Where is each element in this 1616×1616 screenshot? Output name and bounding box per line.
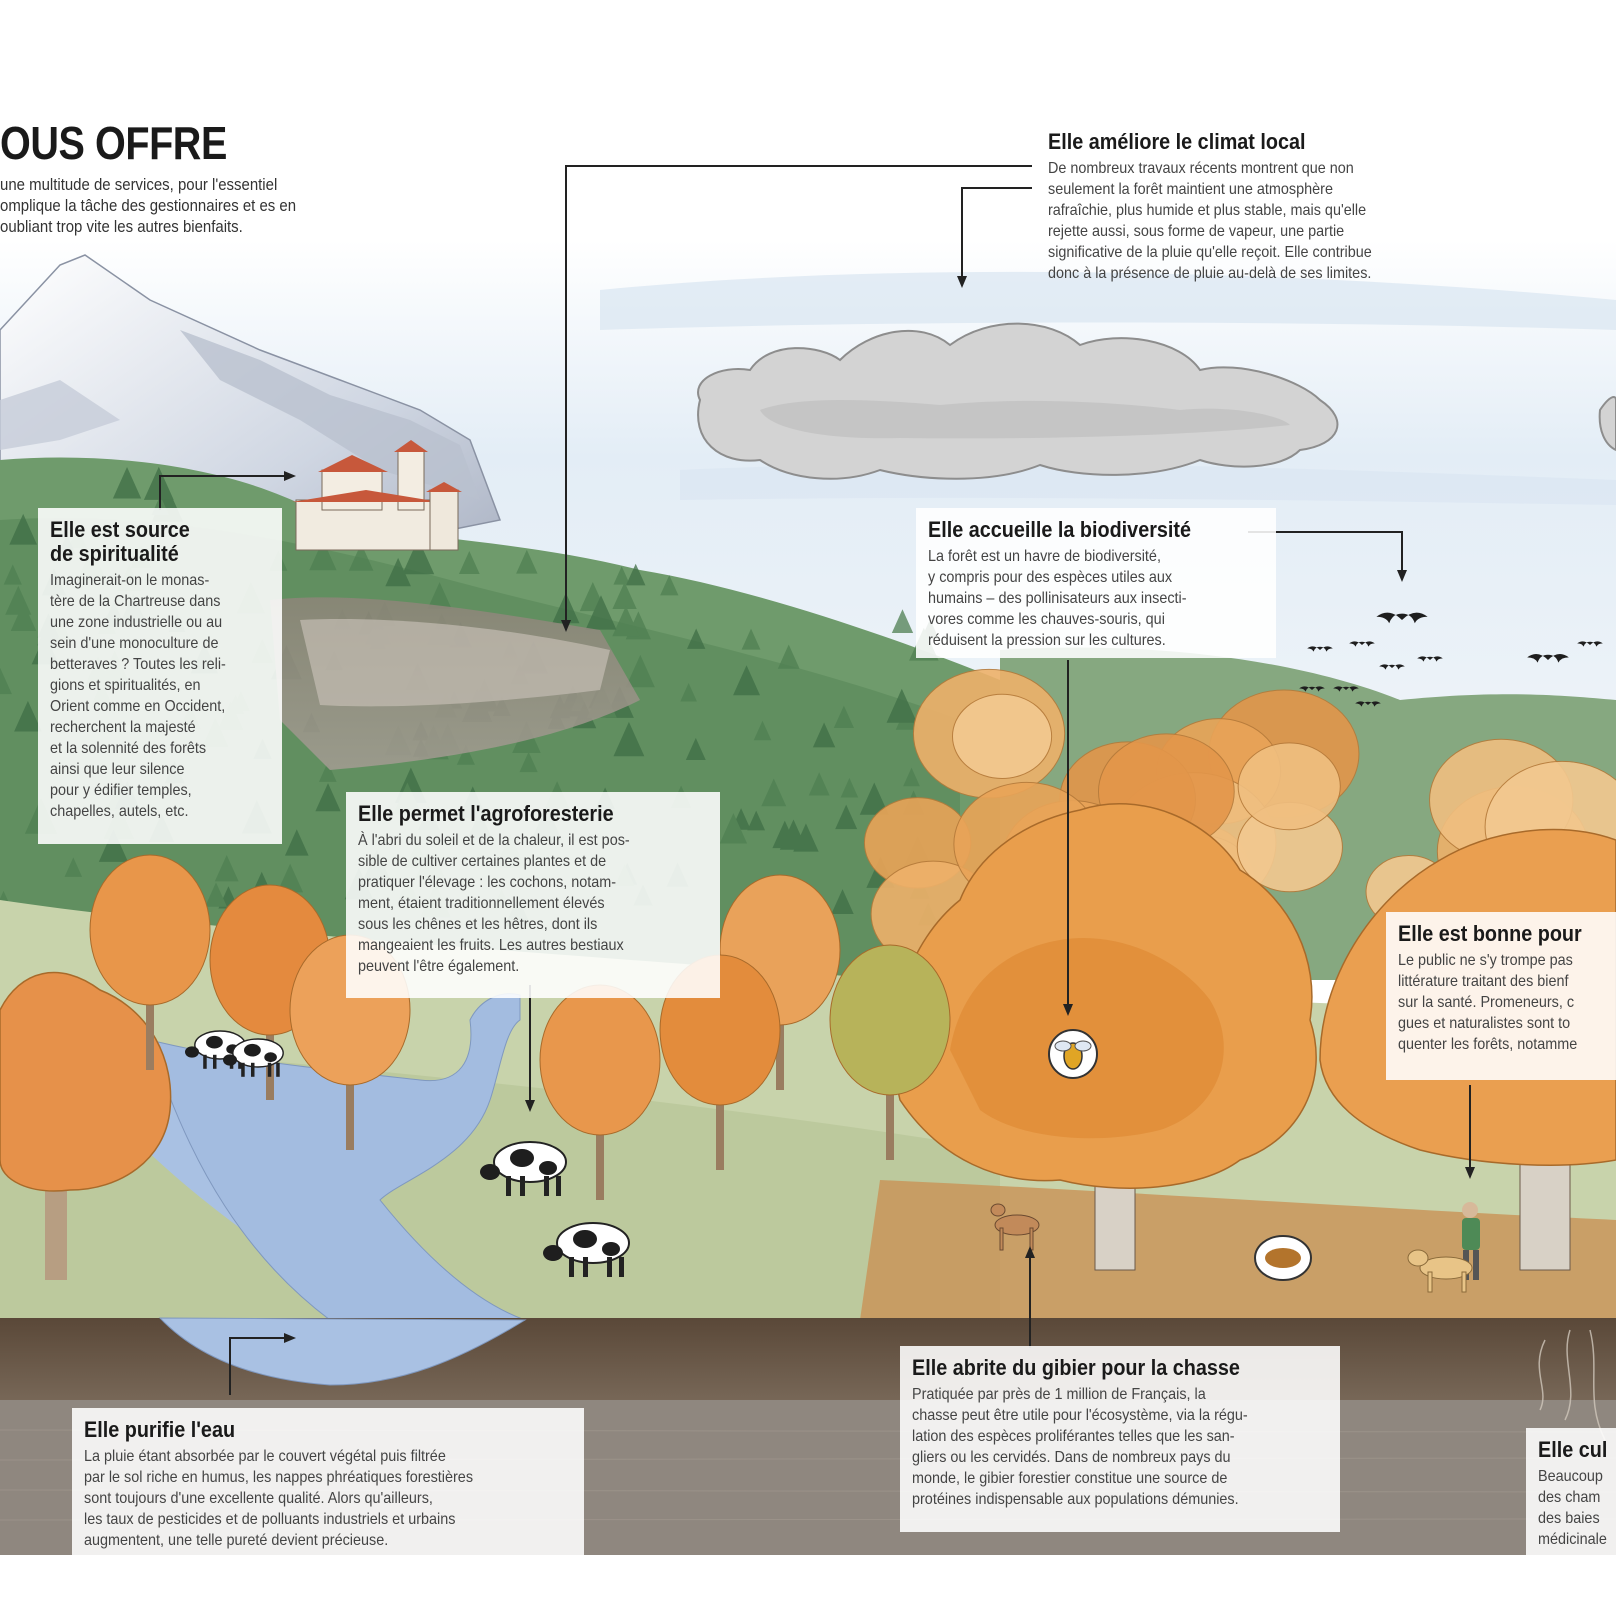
callout-gibier: Elle abrite du gibier pour la chasse Pra… bbox=[900, 1346, 1340, 1532]
intro-text: une multitude de services, pour l'essent… bbox=[0, 175, 297, 236]
callout-text: Imaginerait-on le monas- tère de la Char… bbox=[50, 572, 226, 820]
callout-sante: Elle est bonne pour Le public ne s'y tro… bbox=[1386, 912, 1616, 1080]
callout-agroforesterie: Elle permet l'agroforesterie À l'abri du… bbox=[346, 792, 720, 998]
callout-title: Elle cul bbox=[1538, 1437, 1608, 1462]
callout-text: De nombreux travaux récents montrent que… bbox=[1048, 160, 1372, 282]
callout-title: Elle est source de spiritualité bbox=[50, 517, 190, 566]
cow-icon bbox=[185, 1030, 630, 1277]
callout-title: Elle améliore le climat local bbox=[1048, 129, 1306, 154]
leader-lines bbox=[159, 165, 1475, 1395]
monastery-icon bbox=[292, 440, 462, 551]
callout-text: Pratiquée par près de 1 million de Franç… bbox=[912, 1386, 1248, 1508]
callout-title: Elle accueille la biodiversité bbox=[928, 517, 1192, 542]
mushroom-icon bbox=[1254, 1235, 1312, 1281]
callout-biodiversite: Elle accueille la biodiversité La forêt … bbox=[916, 508, 1276, 658]
callout-text: La pluie étant absorbée par le couvert v… bbox=[84, 1448, 474, 1549]
left-orange-tree bbox=[0, 971, 172, 1280]
callout-text: La forêt est un havre de biodiversité, y… bbox=[928, 548, 1187, 649]
deer-icon bbox=[990, 1203, 1040, 1251]
bee-icon bbox=[1048, 1029, 1098, 1079]
page-title: OUS OFFRE bbox=[0, 117, 227, 169]
callout-climat: Elle améliore le climat local De nombreu… bbox=[1036, 120, 1516, 294]
dog-icon bbox=[1407, 1249, 1473, 1293]
bat-icon bbox=[1299, 612, 1603, 707]
callout-title: Elle abrite du gibier pour la chasse bbox=[912, 1355, 1240, 1380]
callout-title: Elle purifie l'eau bbox=[84, 1417, 236, 1442]
callout-spiritualite: Elle est source de spiritualité Imaginer… bbox=[38, 508, 282, 844]
callout-text: Beaucoup des cham des baies médicinale bbox=[1538, 1468, 1607, 1548]
cloud-icon bbox=[697, 322, 1616, 480]
callout-eau: Elle purifie l'eau La pluie étant absorb… bbox=[72, 1408, 584, 1556]
callout-text: À l'abri du soleil et de la chaleur, il … bbox=[358, 832, 630, 975]
callout-culture: Elle cul Beaucoup des cham des baies méd… bbox=[1526, 1428, 1616, 1556]
callout-text: Le public ne s'y trompe pas littérature … bbox=[1398, 952, 1578, 1053]
callout-title: Elle permet l'agroforesterie bbox=[358, 801, 614, 826]
callout-title: Elle est bonne pour bbox=[1398, 921, 1582, 946]
